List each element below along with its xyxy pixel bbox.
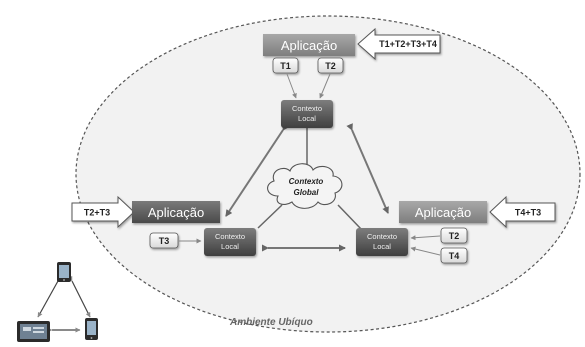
left-application-label: Aplicação: [148, 205, 204, 220]
top-input-arrow: T1+T2+T3+T4: [357, 27, 441, 61]
right-application-box: [399, 201, 487, 223]
right-tag-t4-label: T4: [449, 251, 460, 261]
right-local-context: Contexto Local: [356, 228, 408, 256]
left-tag-t3-label: T3: [159, 236, 170, 246]
left-application-block: Aplicação: [132, 201, 220, 223]
link-top-left: [225, 123, 290, 217]
right-input-arrow: T4+T3: [489, 195, 556, 229]
phone-icon: [85, 318, 98, 340]
right-tag-t4-arrow: [410, 246, 441, 256]
top-tag-t1: T1: [272, 57, 299, 74]
right-tag-t2: T2: [440, 227, 468, 244]
link-top-right: [346, 123, 389, 214]
link-right-global: [337, 204, 363, 231]
right-tag-t2-arrow: [410, 235, 441, 241]
right-tag-t4: T4: [440, 247, 468, 264]
top-tag-t1-label: T1: [280, 61, 291, 71]
top-input-label: T1+T2+T3+T4: [379, 39, 437, 49]
top-tag-t1-arrow: [286, 73, 297, 99]
top-local-context-line1: Contexto: [292, 104, 322, 113]
top-local-context-line2: Local: [298, 114, 316, 123]
left-input-arrow: T2+T3: [71, 195, 135, 229]
left-application-box: [132, 201, 220, 223]
global-context-cloud: Contexto Global: [267, 163, 343, 209]
top-tag-t2-arrow: [319, 73, 331, 99]
left-local-context-line2: Local: [221, 242, 239, 251]
left-input-label: T2+T3: [84, 208, 110, 218]
right-tag-t2-label: T2: [449, 231, 460, 241]
left-local-context: Contexto Local: [204, 228, 256, 256]
left-local-context-line1: Contexto: [215, 232, 245, 241]
right-application-label: Aplicação: [415, 205, 471, 220]
left-tag-t3: T3: [149, 232, 179, 249]
top-application-label: Aplicação: [281, 38, 337, 53]
top-local-context: Contexto Local: [281, 100, 333, 128]
phone-icon: [57, 262, 71, 282]
top-tag-t2: T2: [317, 57, 344, 74]
tablet-icon: [17, 321, 50, 342]
right-application-block: Aplicação: [399, 201, 487, 223]
right-input-label: T4+T3: [515, 208, 541, 218]
global-context-line1: Contexto: [289, 177, 324, 186]
environment-label: Ambiente Ubíquo: [229, 317, 313, 328]
link-left-global: [257, 204, 283, 229]
right-local-context-line1: Contexto: [367, 232, 397, 241]
right-local-context-line2: Local: [373, 242, 391, 251]
device-network: [17, 262, 98, 342]
global-context-line2: Global: [294, 188, 320, 197]
top-tag-t2-label: T2: [325, 61, 336, 71]
top-application-box: [263, 34, 355, 56]
top-application-block: Aplicação: [263, 34, 355, 56]
